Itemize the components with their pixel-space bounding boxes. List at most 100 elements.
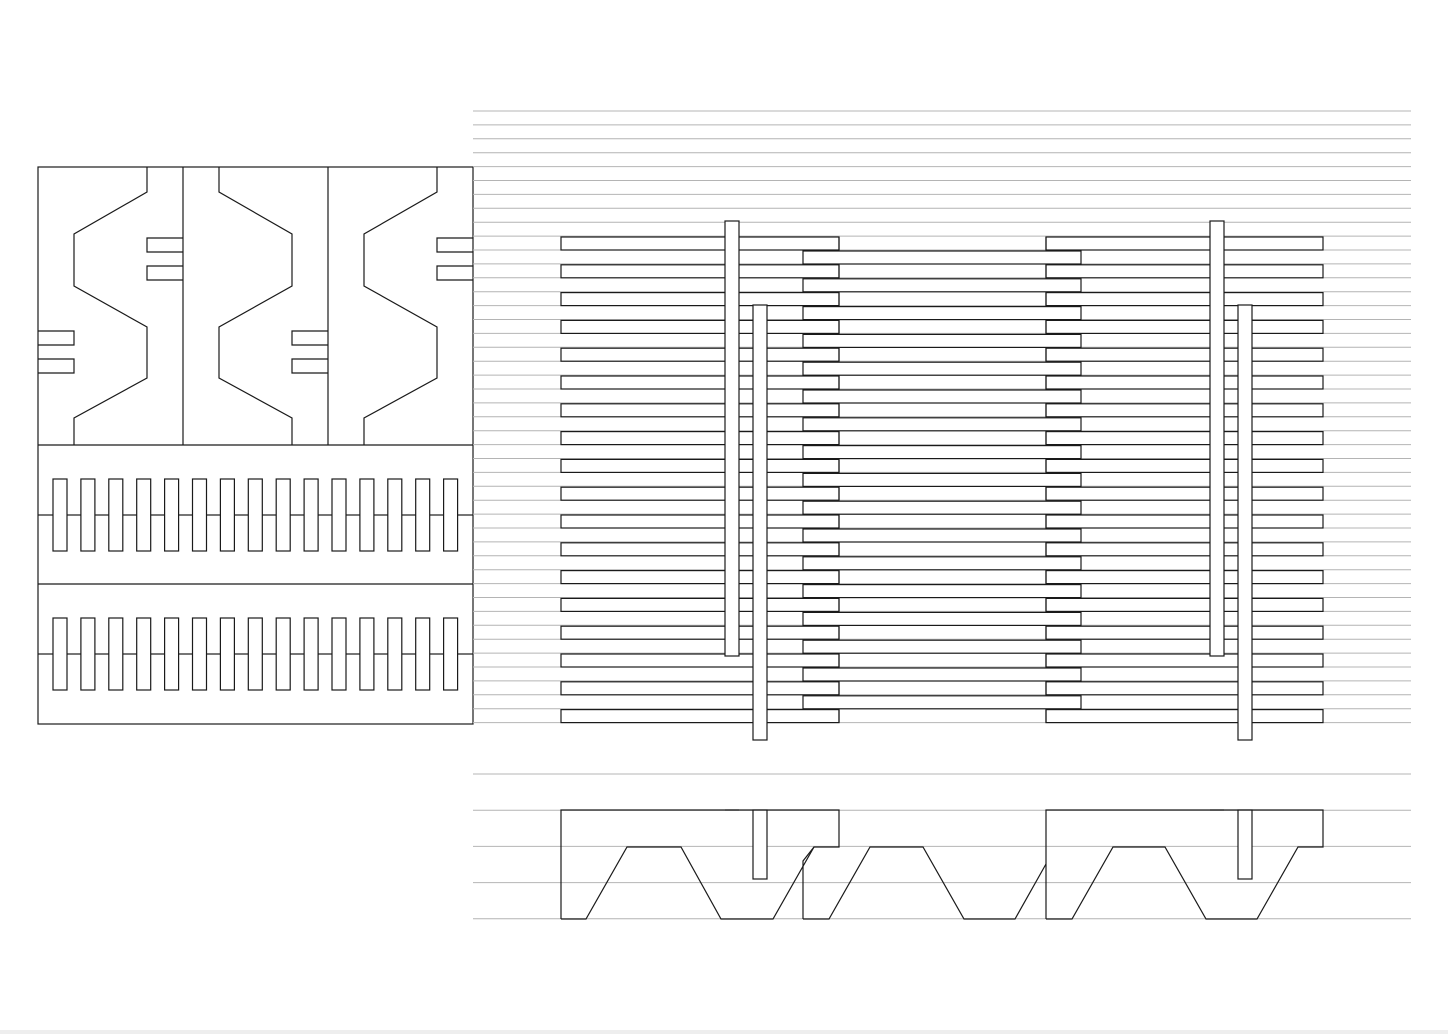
- comb-tooth: [415, 478, 431, 552]
- bar-group-c: [1045, 597, 1324, 613]
- bar-group-b: [802, 667, 1082, 682]
- bar-group-b: [802, 472, 1082, 487]
- comb-tooth: [108, 478, 124, 552]
- bar-group-c: [1045, 569, 1324, 585]
- left-panel: [37, 166, 474, 725]
- hexagon-key-profile: [218, 167, 293, 445]
- bar-group-c: [1045, 542, 1324, 557]
- hexagon-key-profile: [363, 167, 438, 445]
- bar-group-b: [802, 417, 1082, 432]
- bar-group-a: [560, 236, 840, 251]
- bar-group-a: [560, 597, 840, 613]
- tall-post: [1237, 304, 1253, 741]
- bar-group-b: [802, 389, 1082, 404]
- comb-tooth: [247, 617, 263, 691]
- bar-group-a: [560, 625, 840, 640]
- tall-post: [724, 220, 740, 657]
- tall-post: [1209, 220, 1225, 657]
- comb-tooth: [387, 617, 403, 691]
- comb-tooth: [164, 478, 180, 552]
- comb-tooth: [108, 617, 124, 691]
- bar-group-a: [560, 431, 840, 446]
- comb-tooth: [164, 617, 180, 691]
- bar-group-a: [560, 264, 840, 279]
- bar-group-a: [560, 708, 840, 724]
- comb-tooth: [219, 478, 235, 552]
- key-tab: [146, 265, 183, 281]
- bar-group-b: [802, 333, 1082, 348]
- bar-group-a: [560, 347, 840, 362]
- comb-tooth: [136, 478, 152, 552]
- bar-group-a: [560, 375, 840, 390]
- section-bay-outline: [802, 846, 815, 919]
- bar-group-a: [560, 681, 840, 696]
- bar-group-b: [802, 250, 1082, 265]
- key-tab: [436, 265, 473, 281]
- bar-group-c: [1045, 375, 1324, 390]
- section-guide-lines: [473, 773, 1411, 920]
- bar-group-a: [560, 569, 840, 585]
- bar-group-c: [1045, 347, 1324, 362]
- bar-group-a: [560, 653, 840, 668]
- comb-band-upper: [38, 478, 473, 552]
- hexagon-key-profile: [73, 167, 148, 445]
- bar-group-a: [560, 514, 840, 529]
- comb-tooth: [331, 478, 347, 552]
- bar-group-a: [560, 486, 840, 501]
- bar-group-c: [1045, 319, 1324, 334]
- key-tab: [291, 358, 328, 374]
- bar-group-c: [1045, 681, 1324, 696]
- bar-group-c: [1045, 486, 1324, 501]
- bar-group-b: [802, 306, 1082, 321]
- comb-tooth: [303, 478, 319, 552]
- bar-group-b: [802, 278, 1082, 293]
- bar-group-c: [1045, 514, 1324, 529]
- bar-group-b: [802, 445, 1082, 460]
- bar-group-c: [1045, 403, 1324, 418]
- bar-group-a: [560, 542, 840, 557]
- elevation-view: [473, 110, 1411, 741]
- bar-group-a: [560, 458, 840, 473]
- bar-group-b: [802, 528, 1082, 543]
- keyed-columns: [38, 167, 473, 445]
- comb-band-lower: [38, 617, 473, 691]
- comb-tooth: [191, 478, 208, 552]
- key-tab: [38, 330, 75, 346]
- bar-group-a: [560, 292, 840, 307]
- comb-tooth: [359, 478, 375, 552]
- section-post: [752, 809, 768, 880]
- bar-group-c: [1045, 431, 1324, 446]
- comb-tooth: [359, 617, 375, 691]
- comb-tooth: [80, 478, 96, 552]
- bar-group-c: [1045, 708, 1324, 724]
- tall-post: [752, 304, 768, 741]
- bar-group-b: [802, 361, 1082, 376]
- comb-tooth: [191, 617, 208, 691]
- comb-tooth: [387, 478, 403, 552]
- section-post: [1237, 809, 1253, 880]
- comb-tooth: [52, 478, 68, 552]
- comb-tooth: [415, 617, 431, 691]
- bar-group-c: [1045, 458, 1324, 473]
- section-view: [473, 773, 1411, 920]
- bar-group-b: [802, 695, 1082, 710]
- comb-tooth: [443, 478, 459, 552]
- bar-group-c: [1045, 625, 1324, 640]
- bar-group-b: [802, 639, 1082, 654]
- bar-group-c: [1045, 264, 1324, 279]
- comb-tooth: [331, 617, 347, 691]
- key-tab: [291, 330, 328, 346]
- key-tab: [38, 358, 75, 374]
- tall-posts: [724, 220, 1253, 741]
- section-bay-outline: [560, 809, 840, 920]
- bar-group-c: [1045, 653, 1324, 668]
- key-tab: [436, 237, 473, 253]
- bar-group-b: [802, 500, 1082, 515]
- comb-tooth: [443, 617, 459, 691]
- comb-tooth: [136, 617, 152, 691]
- bar-group-b: [802, 556, 1082, 571]
- bar-group-b: [802, 611, 1082, 627]
- comb-tooth: [275, 617, 291, 691]
- comb-tooth: [303, 617, 319, 691]
